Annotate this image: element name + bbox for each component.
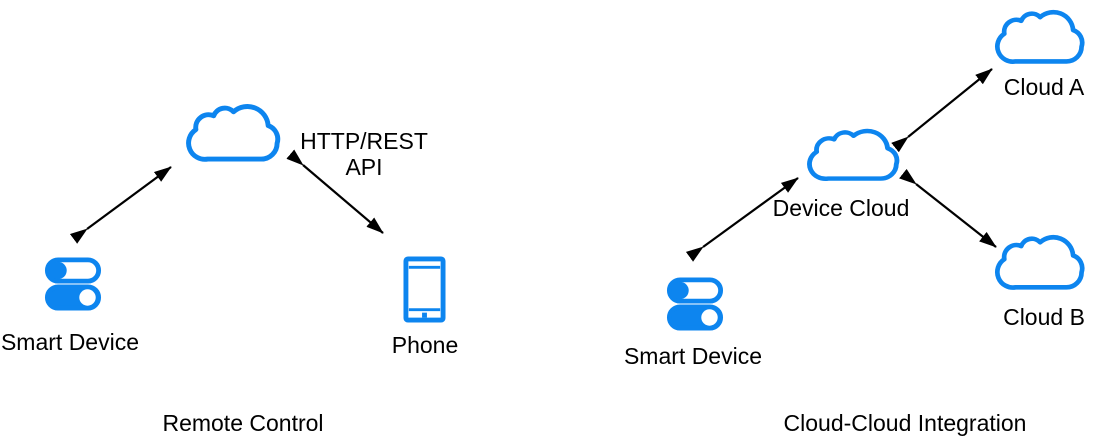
toggle-switches-icon — [666, 277, 724, 331]
http-rest-api-label-line2: API — [345, 154, 383, 180]
cloud-a-icon — [995, 9, 1085, 64]
cloud-cloud-integration-caption: Cloud-Cloud Integration — [783, 410, 1027, 436]
device-cloud-icon — [807, 128, 900, 181]
cloud-b-icon — [995, 234, 1085, 290]
cloud-icon — [186, 104, 281, 162]
remote-control-caption: Remote Control — [162, 410, 324, 436]
phone-label: Phone — [391, 332, 459, 358]
toggle-switches-icon — [44, 257, 102, 311]
cloud-b-label: Cloud B — [1003, 304, 1085, 330]
device-cloud-label: Device Cloud — [772, 195, 910, 221]
smart-device-label-left: Smart Device — [0, 329, 140, 355]
cloud-a-label: Cloud A — [1003, 74, 1085, 100]
http-rest-api-label-line1: HTTP/REST — [300, 128, 428, 154]
remote-control-diagram: HTTP/REST API Smart Device Phone Remote … — [0, 104, 459, 436]
smartphone-icon — [403, 256, 446, 323]
http-rest-api-label: HTTP/REST API — [289, 128, 439, 180]
cloud-cloud-integration-diagram: Device Cloud Cloud A Cloud B Smart Devic… — [549, 0, 1098, 444]
smart-device-label-right: Smart Device — [623, 343, 763, 369]
